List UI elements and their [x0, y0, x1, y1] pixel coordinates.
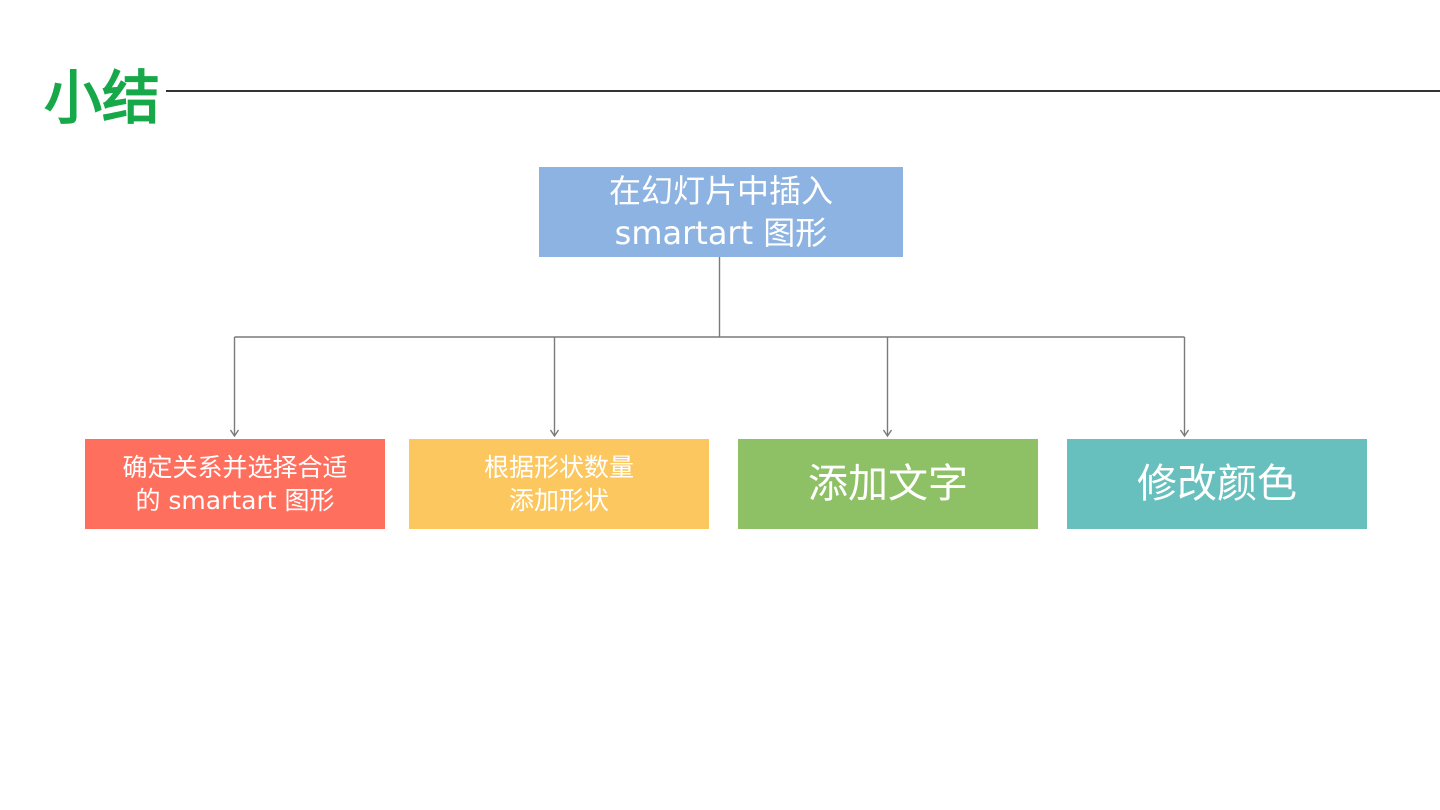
- child-node-add-shapes: 根据形状数量 添加形状: [409, 439, 709, 529]
- child-node-label: 添加文字: [808, 461, 968, 507]
- root-node: 在幻灯片中插入 smartart 图形: [539, 167, 903, 257]
- child-node-change-color: 修改颜色: [1067, 439, 1367, 529]
- child-node-choose-relationship: 确定关系并选择合适 的 smartart 图形: [85, 439, 385, 529]
- child-node-add-text: 添加文字: [738, 439, 1038, 529]
- child-node-label: 修改颜色: [1137, 461, 1297, 507]
- child-node-label: 根据形状数量 添加形状: [483, 453, 634, 515]
- child-node-label: 确定关系并选择合适 的 smartart 图形: [122, 453, 348, 515]
- slide-title: 小结: [44, 64, 161, 132]
- root-node-label: 在幻灯片中插入 smartart 图形: [608, 172, 833, 252]
- title-divider: [166, 90, 1440, 92]
